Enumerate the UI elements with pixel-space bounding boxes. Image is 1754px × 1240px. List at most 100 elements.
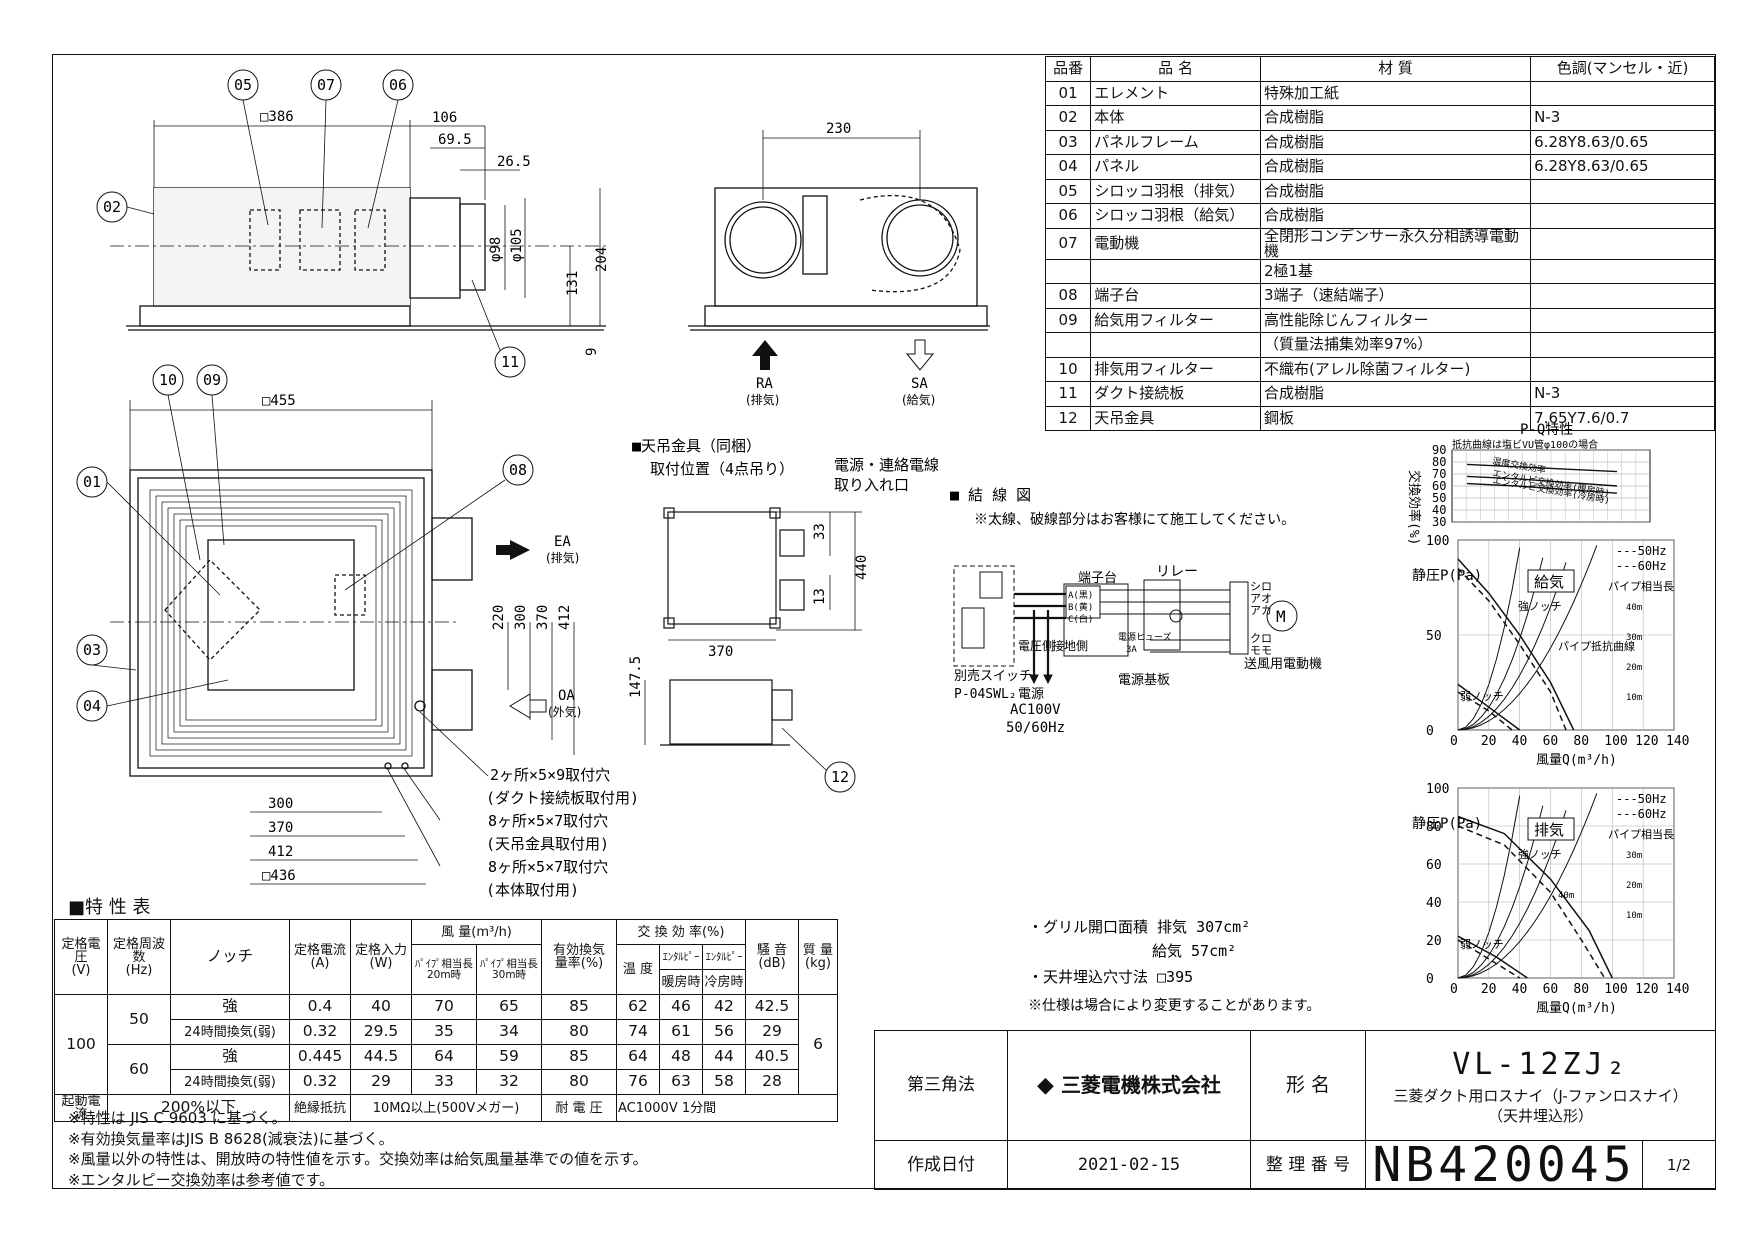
pq-resistance-curve xyxy=(1457,810,1567,979)
ra-arrow xyxy=(752,340,778,370)
pq-x-tick: 0 xyxy=(1450,982,1458,997)
pq-resistance-curve xyxy=(1457,795,1521,979)
svg-text:50/60Hz: 50/60Hz xyxy=(1006,720,1065,736)
side-view xyxy=(688,130,990,331)
ea-label: EA xyxy=(554,534,571,550)
ea-arrow xyxy=(496,540,530,560)
plan-dim-labels: □455 220 300 370 412 300 370 412 □436 xyxy=(262,393,573,884)
pq-x-tick: 80 xyxy=(1573,734,1589,749)
svg-text:A(黒): A(黒) xyxy=(1068,590,1093,601)
pq-y-tick: 80 xyxy=(1426,820,1442,835)
eff-y-tick: 70 xyxy=(1432,467,1446,481)
dim-204: 204 xyxy=(594,247,610,272)
pq-annotation: 30m xyxy=(1626,851,1642,861)
pq-annotation: 20m xyxy=(1626,881,1642,891)
dim-26-5: 26.5 xyxy=(497,154,531,170)
dim-300v: 300 xyxy=(513,605,529,630)
ra-sub: (排気) xyxy=(746,392,779,407)
svg-text:440: 440 xyxy=(854,555,870,580)
svg-text:8ヶ所×5×7取付穴: 8ヶ所×5×7取付穴 xyxy=(488,858,608,876)
pq-y-tick: 60 xyxy=(1426,858,1442,873)
pq-series-line xyxy=(1457,825,1606,979)
pq-title-box xyxy=(1527,569,1575,593)
pq-series-line xyxy=(1457,558,1575,731)
oa-arrow xyxy=(509,693,547,719)
pq-x-tick: 120 xyxy=(1635,734,1658,749)
pq-x-tick: 60 xyxy=(1543,734,1559,749)
svg-text:■ 結 線 図: ■ 結 線 図 xyxy=(950,486,1031,504)
pq-y-tick: 50 xyxy=(1426,629,1442,644)
pq-title: 排気 xyxy=(1534,821,1564,839)
pq-resistance-curve xyxy=(1457,557,1544,731)
pq-resistance-curve xyxy=(1457,793,1598,979)
pq-annotation: パイプ相当長 xyxy=(1608,579,1674,593)
pq-annotation: 弱ノッチ xyxy=(1460,690,1504,703)
eff-series-line xyxy=(1466,475,1618,487)
svg-text:アカ: アカ xyxy=(1250,604,1272,617)
svg-text:クロ: クロ xyxy=(1250,632,1272,645)
sa-arrow xyxy=(905,339,935,371)
pq-y-label: 静圧P(Pa) xyxy=(1412,816,1482,832)
svg-text:01: 01 xyxy=(83,473,101,491)
pq-x-tick: 20 xyxy=(1481,734,1497,749)
svg-text:09: 09 xyxy=(203,371,221,389)
pq-legend-50: ---50Hz xyxy=(1616,544,1667,558)
pq-series-line xyxy=(1457,691,1513,731)
pq-y-tick: 20 xyxy=(1426,934,1442,949)
dim-370v: 370 xyxy=(535,605,551,630)
pq-x-tick: 80 xyxy=(1573,982,1589,997)
svg-text:※仕様は場合により変更することがあります。: ※仕様は場合により変更することがあります。 xyxy=(1028,997,1320,1014)
svg-text:送風用電動機: 送風用電動機 xyxy=(1244,657,1322,672)
pq-y-tick: 100 xyxy=(1426,782,1449,797)
pq-x-tick: 100 xyxy=(1604,982,1627,997)
pq-resistance-curve xyxy=(1457,545,1598,731)
dim-455: □455 xyxy=(262,393,296,409)
svg-text:モモ: モモ xyxy=(1250,644,1272,657)
pq-x-label: 風量Q(m³/h) xyxy=(1536,753,1617,768)
dim-230: 230 xyxy=(826,121,851,137)
svg-text:リレー: リレー xyxy=(1156,564,1198,580)
pq-y-tick: 100 xyxy=(1426,534,1449,549)
eff-y-tick: 40 xyxy=(1432,503,1446,517)
dim-98: φ98 xyxy=(488,237,504,262)
hole-notes: 2ヶ所×5×9取付穴 (ダクト接続板取付用) 8ヶ所×5×7取付穴 (天吊金具取… xyxy=(486,766,639,899)
dim-69-5: 69.5 xyxy=(438,132,472,148)
pq-resistance-curve xyxy=(1457,562,1567,731)
wiring-diagram xyxy=(953,565,1298,685)
eff-y-tick: 30 xyxy=(1432,515,1446,529)
pq-resistance-curve xyxy=(1457,805,1544,979)
pq-x-tick: 140 xyxy=(1666,734,1689,749)
eff-y-tick: 80 xyxy=(1432,455,1446,469)
pq-annotation: 40m xyxy=(1626,603,1642,613)
pq-legend-60: ---60Hz xyxy=(1616,559,1667,573)
svg-text:端子台: 端子台 xyxy=(1078,571,1117,586)
spec-table: 定格電圧(V) 定格周波数(Hz) ノッチ 定格電流(A) 定格入力(W) 風 … xyxy=(54,919,838,1122)
oa-label: OA xyxy=(558,688,575,704)
pq-annotation: 20m xyxy=(1626,663,1642,673)
parts-header-row: 品番品 名材 質色調(マンセル・近) xyxy=(1044,56,1715,82)
dim-370h: 370 xyxy=(268,820,293,836)
charts: 90807060504030温度交換効率エンタルピ交換効率(暖房時)エンタルピ交… xyxy=(1406,422,1689,1016)
svg-text:・グリル開口面積 排気 307cm²: ・グリル開口面積 排気 307cm² xyxy=(1028,918,1250,936)
svg-text:■天吊金具（同梱）: ■天吊金具（同梱） xyxy=(632,437,761,455)
svg-text:13: 13 xyxy=(812,588,828,605)
pq-series-line xyxy=(1457,815,1613,979)
hanger-dims: 33 440 13 147.5 370 xyxy=(628,523,870,698)
callouts xyxy=(76,69,856,793)
pq-annotation: 40m xyxy=(1558,891,1574,901)
svg-text:電源基板: 電源基板 xyxy=(1118,673,1170,688)
pq-x-tick: 20 xyxy=(1481,982,1497,997)
svg-text:C(白): C(白) xyxy=(1068,613,1093,625)
dim-412h: 412 xyxy=(268,844,293,860)
spec-notes: ※特性は JIS C 9603 に基づく。 ※有効換気量率はJIS B 8628… xyxy=(68,1109,648,1189)
svg-text:取付位置（4点吊り）: 取付位置（4点吊り） xyxy=(650,460,794,478)
pq-x-tick: 0 xyxy=(1450,734,1458,749)
